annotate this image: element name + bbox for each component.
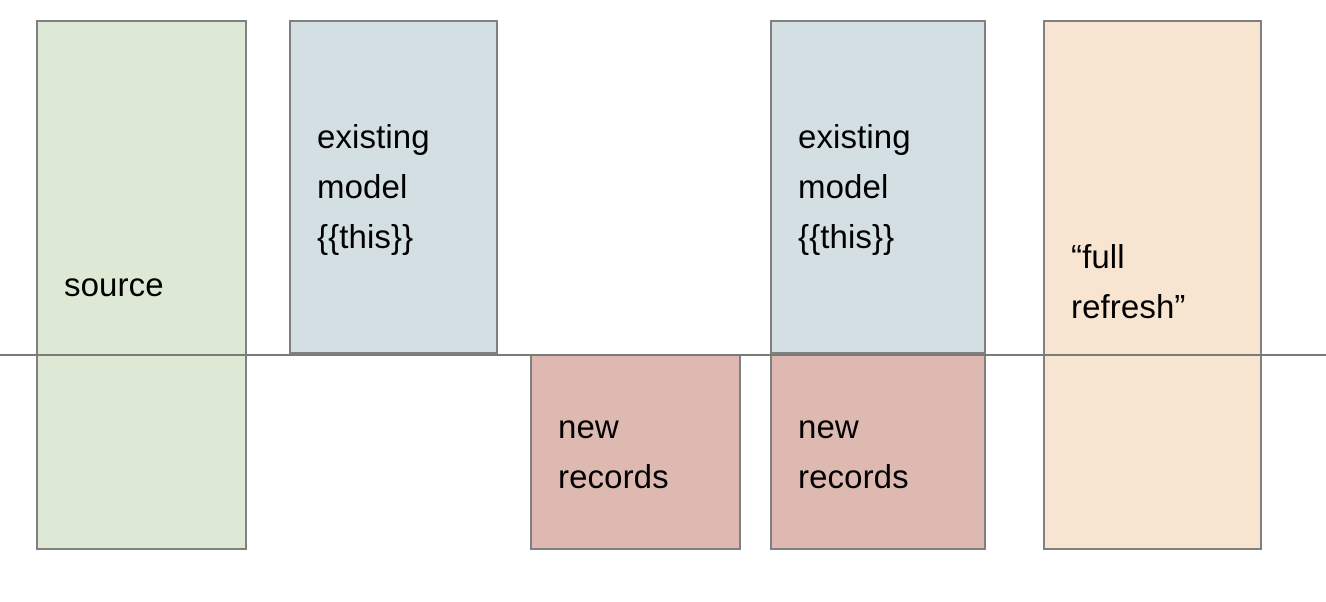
box-new-records-1-label: new records — [558, 407, 669, 495]
box-existing-model-1-label: existing model {{this}} — [317, 117, 430, 256]
box-new-records-1[interactable]: new records — [530, 354, 741, 550]
timeline-baseline — [0, 354, 1326, 356]
box-existing-model-2-label: existing model {{this}} — [798, 117, 911, 256]
box-source-label: source — [64, 265, 164, 303]
box-new-records-2-label: new records — [798, 407, 909, 495]
box-full-refresh-label: “full refresh” — [1071, 237, 1186, 325]
box-full-refresh[interactable]: “full refresh” — [1043, 20, 1262, 550]
box-existing-model-1[interactable]: existing model {{this}} — [289, 20, 498, 354]
box-new-records-2[interactable]: new records — [770, 354, 986, 550]
box-existing-model-2[interactable]: existing model {{this}} — [770, 20, 986, 354]
box-source[interactable]: source — [36, 20, 247, 550]
